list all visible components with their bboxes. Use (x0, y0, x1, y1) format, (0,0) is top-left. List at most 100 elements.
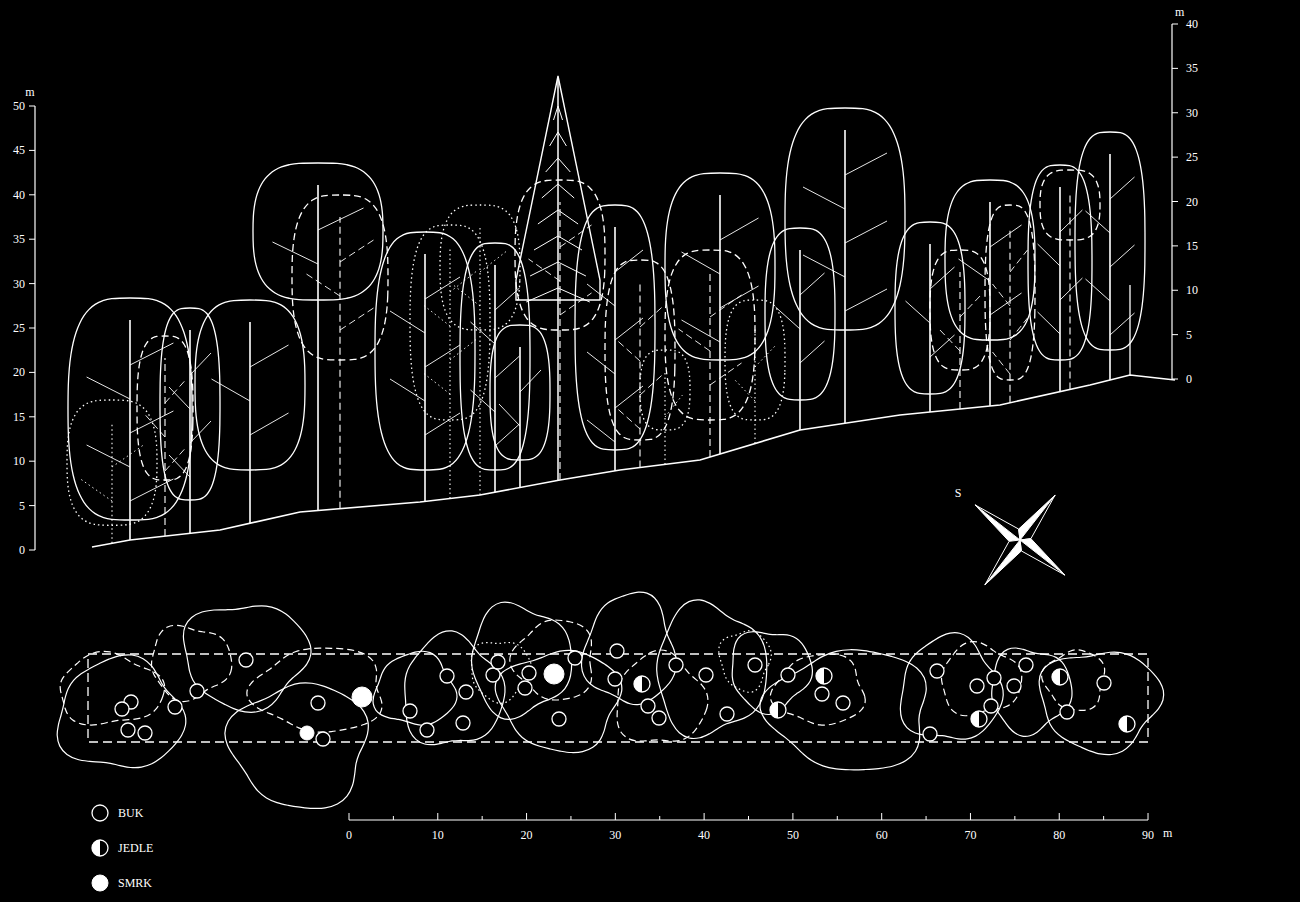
fir-symbol-fill (816, 668, 824, 684)
branch (682, 252, 721, 274)
scale-tick (926, 816, 927, 820)
crown-outline (510, 620, 592, 700)
axis-tick (1172, 157, 1178, 158)
tree (945, 180, 1035, 406)
crown-outline (770, 654, 865, 725)
trunk (339, 217, 340, 509)
crown-outline (225, 683, 368, 809)
axis-label: 50 (13, 100, 25, 112)
branch (538, 210, 578, 224)
spruce-symbol (300, 726, 314, 740)
branch (306, 274, 340, 296)
axis-label: 25 (1186, 151, 1198, 163)
trunk (494, 265, 496, 492)
branch (546, 158, 571, 172)
scale-tick (1148, 813, 1149, 820)
beech-symbol (930, 664, 944, 678)
beech-symbol (1097, 676, 1111, 690)
trunk (449, 247, 450, 499)
branch (529, 259, 561, 281)
fir-symbol (92, 840, 108, 856)
branch (1010, 318, 1028, 340)
axis-tick (1172, 334, 1178, 335)
axis-label: 0 (346, 829, 352, 841)
compass-arm (1020, 495, 1055, 540)
scale-tick (1014, 816, 1015, 820)
branch (145, 415, 165, 437)
branch (679, 329, 711, 351)
axis-label: 5 (1186, 329, 1192, 341)
beech-symbol (239, 653, 253, 667)
branch (640, 305, 665, 327)
axis-label: 40 (1186, 18, 1198, 30)
axis-label: 25 (13, 322, 25, 334)
axis-tick (29, 194, 35, 195)
branch (390, 311, 425, 333)
beech-symbol (552, 712, 566, 726)
branch (710, 363, 742, 385)
branch (520, 370, 541, 392)
branch (87, 377, 130, 399)
trunk (799, 250, 801, 430)
branch (542, 184, 574, 198)
axis-label: 35 (13, 233, 25, 245)
scale-tick (970, 813, 971, 820)
branch (495, 424, 520, 446)
tree (785, 108, 905, 423)
branch (734, 379, 755, 401)
beech-symbol (987, 671, 1001, 685)
beech-symbol (115, 702, 129, 716)
beech-symbol (311, 696, 325, 710)
branch (990, 293, 1022, 315)
beech-symbol (459, 685, 473, 699)
crown-outline (900, 633, 1003, 739)
axis-label: 20 (13, 366, 25, 378)
compass-arm (985, 540, 1021, 585)
tree (160, 308, 220, 533)
scale-tick (659, 816, 660, 820)
axis-label: 5 (19, 500, 25, 512)
scale-tick (704, 813, 705, 820)
beech-symbol (440, 669, 454, 683)
tree (1130, 285, 1131, 375)
beech-symbol (608, 672, 622, 686)
branch (273, 242, 319, 264)
branch (87, 445, 130, 467)
branch (587, 420, 615, 442)
axis-tick (1172, 290, 1178, 291)
crown-outline (760, 650, 926, 770)
compass-arm (1020, 540, 1065, 575)
beech-symbol (781, 668, 795, 682)
axis-tick (1172, 68, 1178, 69)
scale-tick (837, 816, 838, 820)
fir-symbol (634, 676, 650, 692)
axis-tick (29, 461, 35, 462)
branch (587, 284, 615, 306)
branch (169, 387, 190, 409)
tree (137, 336, 193, 536)
beech-symbol (652, 711, 666, 725)
beech-symbol (836, 696, 850, 710)
branch (554, 106, 563, 120)
axis-tick (29, 150, 35, 151)
axis-label: 30 (13, 278, 25, 290)
beech-symbol (1007, 679, 1021, 693)
branch (1086, 211, 1111, 233)
scale-tick (437, 813, 438, 820)
tree (725, 300, 785, 444)
branch (990, 225, 1022, 247)
axis-label: 0 (19, 544, 25, 556)
scale-tick (1059, 813, 1060, 820)
branch (340, 240, 374, 262)
beech-symbol (121, 723, 135, 737)
crown-outline (247, 648, 382, 732)
branch (1110, 313, 1135, 335)
fir-symbol-fill (1119, 716, 1127, 732)
beech-symbol (568, 651, 582, 665)
branch (190, 353, 211, 375)
beech-symbol (720, 707, 734, 721)
axis-label: 20 (1186, 196, 1198, 208)
tree (1075, 132, 1145, 380)
scale-tick (792, 813, 793, 820)
